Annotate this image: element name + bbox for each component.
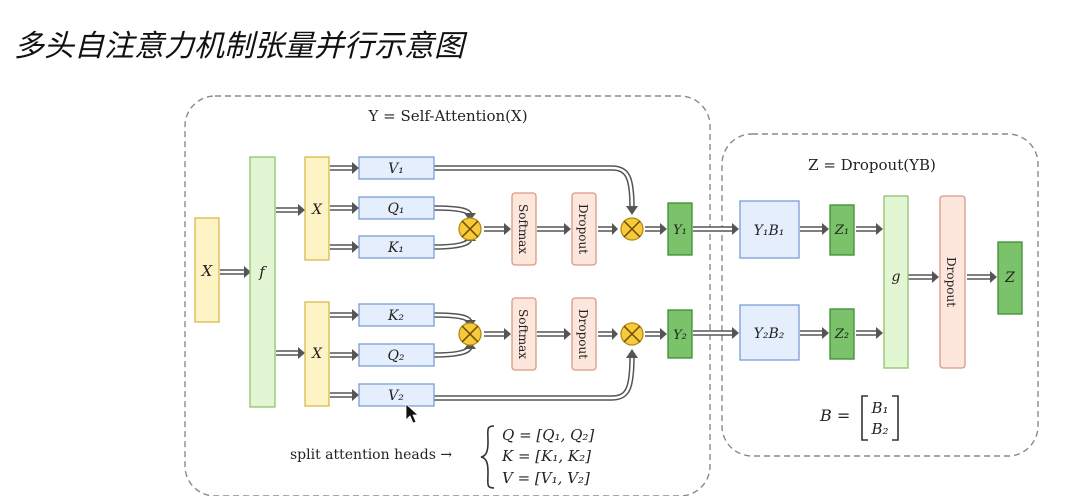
dropout-box-head2 [571, 297, 597, 371]
split-heads-k: K = [K₁, K₂] [501, 447, 591, 465]
v1-label: V₁ [388, 161, 404, 177]
z1-label: Z₁ [834, 223, 849, 238]
page-title: 多头自注意力机制张量并行示意图 [14, 29, 468, 64]
k2-label: K₂ [387, 308, 404, 324]
multiply-node-v-head2 [620, 322, 644, 346]
dropout-region-label: Z = Dropout(YB) [808, 156, 936, 174]
x-top-label: X [311, 202, 323, 218]
softmax-box-head1 [511, 192, 537, 266]
y2b2-label: Y₂B₂ [754, 326, 785, 342]
y1-box [667, 202, 693, 256]
final-dropout-box [939, 195, 966, 369]
f-box [249, 156, 276, 408]
split-heads-brace [480, 425, 495, 489]
g-label: g [892, 269, 901, 285]
x-top-box [304, 156, 330, 261]
q2-label: Q₂ [387, 348, 404, 364]
g-box [883, 195, 909, 369]
x-input-box [194, 217, 220, 323]
z1-box [829, 204, 855, 256]
multiply-node-qk-head2 [458, 322, 482, 346]
self-attention-region [184, 95, 711, 496]
b-matrix-row1: B₁ [870, 399, 888, 417]
b-matrix-left-bracket [861, 395, 868, 441]
y1b1-box [739, 200, 800, 259]
b-matrix-right-bracket [892, 395, 899, 441]
x-bottom-label: X [311, 346, 323, 362]
b-matrix-row2: B₂ [870, 420, 888, 438]
y1-label: Y₁ [673, 223, 687, 238]
q2-box [358, 343, 435, 367]
y2-box [667, 309, 693, 359]
b-matrix-lhs: B = [819, 406, 850, 425]
v2-label: V₂ [388, 388, 404, 404]
softmax-label-head1: Softmax [516, 204, 530, 254]
z2-box [829, 308, 855, 360]
softmax-label-head2: Softmax [516, 309, 530, 359]
dropout-box-head1 [571, 192, 597, 266]
z-output-label: Z [1004, 270, 1015, 286]
dropout-label-head1: Dropout [576, 204, 590, 254]
y2b2-box [739, 304, 800, 361]
split-heads-v: V = [V₁, V₂] [502, 469, 590, 487]
multiply-node-qk-head1 [458, 217, 482, 241]
split-heads-q: Q = [Q₁, Q₂] [502, 426, 594, 444]
k2-box [358, 303, 435, 327]
dropout-label-head2: Dropout [576, 309, 590, 359]
self-attention-label: Y = Self-Attention(X) [367, 107, 527, 125]
connector-arrows [220, 162, 997, 401]
y2-label: Y₂ [673, 328, 687, 343]
q1-label: Q₁ [387, 201, 404, 217]
v2-box [358, 383, 435, 407]
v1-box [358, 156, 435, 180]
q1-box [358, 196, 435, 220]
k1-box [358, 235, 435, 259]
dropout-region [721, 133, 1039, 457]
y1b1-label: Y₁B₁ [754, 223, 785, 239]
f-label: f [258, 263, 267, 281]
z-output-box [997, 241, 1023, 315]
softmax-box-head2 [511, 297, 537, 371]
multiply-node-v-head1 [620, 217, 644, 241]
k1-label: K₁ [387, 240, 404, 256]
mouse-cursor-icon [405, 403, 420, 424]
x-input-label: X [201, 262, 214, 280]
x-bottom-box [304, 301, 330, 407]
split-heads-label: split attention heads → [290, 447, 452, 463]
z2-label: Z₂ [834, 327, 849, 342]
final-dropout-label: Dropout [944, 257, 958, 307]
